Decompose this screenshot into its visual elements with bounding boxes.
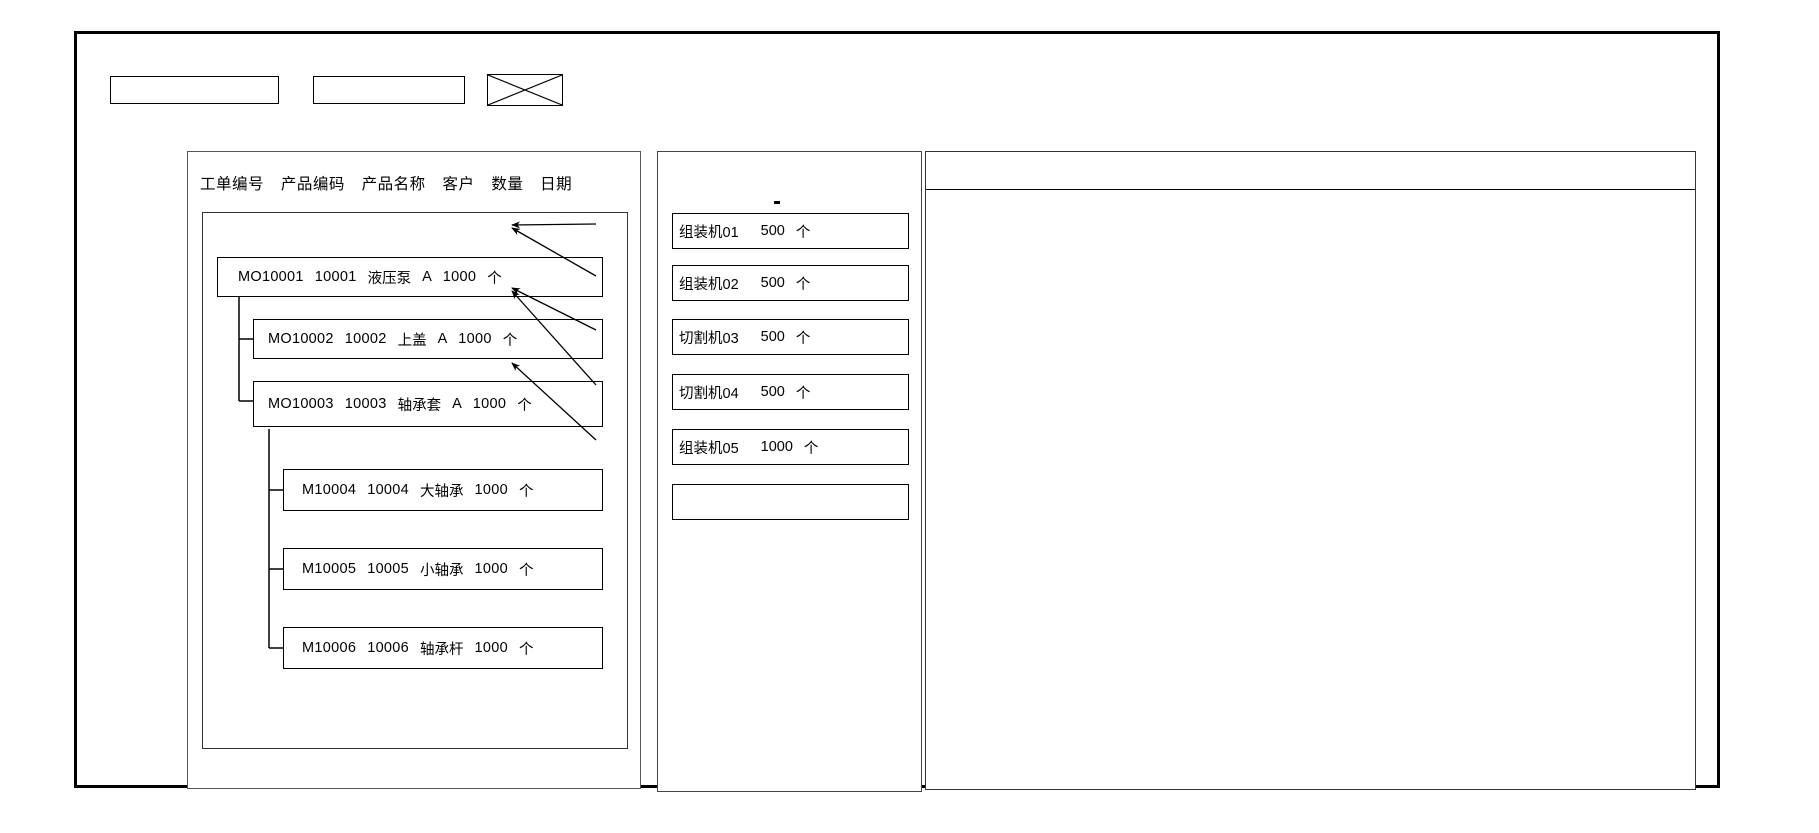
cell-quantity: 1000 xyxy=(472,396,507,412)
cell-unit: 个 xyxy=(487,270,502,287)
search-input[interactable] xyxy=(110,76,279,104)
list-item[interactable]: 切割机03 500 个 xyxy=(672,319,909,355)
cell-quantity: 1000 xyxy=(458,331,492,347)
cell-customer: A xyxy=(422,269,432,285)
cell-order-no: MO10002 xyxy=(268,331,334,347)
cell-customer: A xyxy=(452,396,462,412)
cell-quantity: 1000 xyxy=(474,640,508,656)
cell-product-code: 10002 xyxy=(344,331,387,347)
work-order-tree: MO10001 10001 液压泵 A 1000 个 MO10002 10002… xyxy=(202,212,628,749)
list-item[interactable]: 组装机05 1000 个 xyxy=(672,429,909,465)
machine-unit: 个 xyxy=(795,224,811,241)
machine-name: 组装机05 xyxy=(679,440,739,457)
list-item[interactable]: 组装机02 500 个 xyxy=(672,265,909,301)
machine-name: 切割机03 xyxy=(679,330,739,347)
cell-unit: 个 xyxy=(519,562,534,579)
cell-product-name: 轴承套 xyxy=(397,397,442,414)
cell-product-code: 10001 xyxy=(314,269,357,285)
crossed-box-image-icon[interactable] xyxy=(487,74,563,106)
cell-unit: 个 xyxy=(502,332,518,349)
cell-product-name: 小轴承 xyxy=(420,562,464,579)
cell-unit: 个 xyxy=(519,483,534,500)
table-row[interactable]: MO10001 10001 液压泵 A 1000 个 xyxy=(217,257,603,297)
machine-quantity: 500 xyxy=(760,329,785,345)
machine-name: 切割机04 xyxy=(679,385,739,402)
cell-product-name: 上盖 xyxy=(397,332,427,349)
cell-product-code: 10006 xyxy=(367,640,410,656)
machine-unit: 个 xyxy=(795,330,811,347)
detail-panel-header xyxy=(926,152,1695,190)
machine-unit: 个 xyxy=(795,276,811,293)
application-window: 工单编号 产品编码 产品名称 客户 数量 日期 xyxy=(74,31,1720,792)
cell-unit: 个 xyxy=(517,397,532,414)
work-order-panel: 工单编号 产品编码 产品名称 客户 数量 日期 xyxy=(187,151,641,789)
machine-unit: 个 xyxy=(795,385,811,402)
cell-order-no: M10004 xyxy=(302,482,357,498)
table-row[interactable]: M10004 10004 大轴承 1000 个 xyxy=(283,469,603,511)
machine-quantity: 500 xyxy=(760,384,785,400)
cell-order-no: MO10001 xyxy=(238,269,304,285)
column-header-date: 日期 xyxy=(540,176,573,193)
machine-schedule-panel: 组装机01 500 个 组装机02 500 个 切割机03 500 个 切割机0… xyxy=(657,151,922,792)
list-item[interactable]: 切割机04 500 个 xyxy=(672,374,909,410)
cell-quantity: 1000 xyxy=(442,269,477,285)
cell-product-code: 10004 xyxy=(367,482,410,498)
table-row[interactable]: M10005 10005 小轴承 1000 个 xyxy=(283,548,603,590)
cell-product-name: 液压泵 xyxy=(367,270,412,287)
work-order-column-headers: 工单编号 产品编码 产品名称 客户 数量 日期 xyxy=(200,172,572,194)
cell-customer: A xyxy=(437,331,448,347)
column-header-quantity: 数量 xyxy=(491,176,524,193)
cell-product-code: 10005 xyxy=(367,561,410,577)
column-header-order-no: 工单编号 xyxy=(200,176,265,193)
cell-product-name: 轴承杆 xyxy=(420,641,464,658)
table-row[interactable]: M10006 10006 轴承杆 1000 个 xyxy=(283,627,603,669)
column-header-product-name: 产品名称 xyxy=(361,176,426,193)
machine-quantity: 500 xyxy=(760,223,785,239)
cell-unit: 个 xyxy=(519,641,534,658)
cell-quantity: 1000 xyxy=(474,482,508,498)
table-row[interactable]: MO10002 10002 上盖 A 1000 个 xyxy=(253,319,603,359)
cell-product-code: 10003 xyxy=(344,396,387,412)
machine-unit: 个 xyxy=(803,440,819,457)
list-item-empty[interactable] xyxy=(672,484,909,520)
table-row[interactable]: MO10003 10003 轴承套 A 1000 个 xyxy=(253,381,603,427)
machine-quantity: 500 xyxy=(760,275,785,291)
cell-order-no: M10005 xyxy=(302,561,357,577)
cell-order-no: M10006 xyxy=(302,640,357,656)
column-header-product-code: 产品编码 xyxy=(280,176,345,193)
detail-panel xyxy=(925,151,1696,790)
machine-name: 组装机01 xyxy=(679,224,739,241)
column-header-customer: 客户 xyxy=(442,176,475,193)
detail-panel-body xyxy=(926,190,1695,789)
filter-input[interactable] xyxy=(313,76,465,104)
machine-quantity: 1000 xyxy=(760,439,793,455)
cell-product-name: 大轴承 xyxy=(420,483,464,500)
list-item[interactable]: 组装机01 500 个 xyxy=(672,213,909,249)
machine-name: 组装机02 xyxy=(679,276,739,293)
cell-order-no: MO10003 xyxy=(268,396,334,412)
cell-quantity: 1000 xyxy=(474,561,508,577)
decorative-dash-icon xyxy=(774,201,780,204)
